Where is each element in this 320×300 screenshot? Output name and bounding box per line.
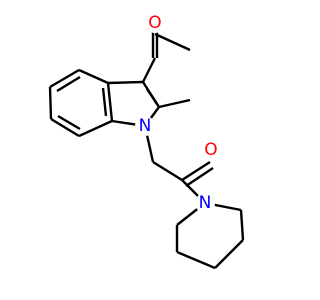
bond-c3a-c7a: [106, 82, 114, 122]
bond-inner-c3a-c7a: [101, 87, 108, 117]
bond-amide-carbonyl-a: [181, 160, 211, 182]
atom-oxygen-amide: O: [201, 140, 221, 160]
bond-c2-methyl: [158, 98, 191, 109]
bond-c4-c5: [49, 68, 80, 89]
bond-c5-c6: [48, 86, 53, 120]
bond-pip-c2-c3: [239, 209, 245, 241]
bond-c3a-c4: [78, 68, 109, 85]
nitrogen-indole-label: N: [139, 116, 152, 136]
bond-c3-c2-b: [146, 88, 158, 105]
bond-acetyl-methyl: [154, 32, 191, 52]
bond-amide-carbonyl-b: [185, 167, 214, 187]
bond-pip-c3-c4: [214, 239, 244, 269]
bond-c6-c7: [50, 117, 80, 138]
bond-pip-c4-c5: [176, 250, 216, 270]
bond-c7-c7a: [78, 119, 113, 138]
bond-inner-c4-c5: [56, 75, 81, 93]
molecule-structure-diagram: O N O N: [48, 13, 245, 270]
oxygen-acetyl-label: O: [148, 13, 161, 33]
atom-oxygen-acetyl: O: [145, 13, 165, 33]
bond-c3-c3a: [107, 80, 144, 85]
nitrogen-piperidine-label: N: [199, 193, 212, 213]
atom-nitrogen-indole: N: [135, 116, 155, 136]
bond-acetyl-ring: [141, 57, 157, 83]
atom-nitrogen-piperidine: N: [195, 193, 215, 213]
bond-ch2-carbonyl: [152, 160, 183, 182]
oxygen-amide-label: O: [204, 140, 217, 160]
bond-inner-c6-c7: [57, 114, 81, 131]
